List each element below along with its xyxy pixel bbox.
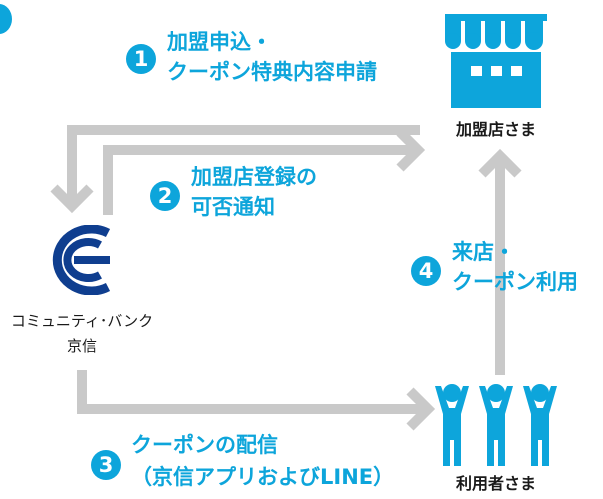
step-1-number: 1	[126, 44, 156, 74]
step-4-number: 4	[411, 256, 441, 286]
arrow-coupon-delivery-head	[406, 387, 436, 431]
bank-name-line1: コミュニティ･バンク	[10, 312, 154, 330]
arrow-application-head	[50, 184, 94, 214]
step-3-number: 3	[91, 450, 121, 480]
step-2-number: 2	[150, 181, 180, 211]
step-4-label-line1: 来店・	[452, 240, 515, 264]
arrow-notification	[103, 145, 418, 215]
step-2-label-line1: 加盟店登録の	[191, 165, 317, 189]
step-3-label-line2: （京信アプリおよびLINE）	[131, 465, 395, 489]
people-icon	[435, 384, 557, 466]
arrow-coupon-delivery	[77, 370, 428, 414]
arrow-notification-head	[396, 128, 426, 172]
bank-logo-icon	[52, 225, 111, 295]
corner-fragment	[0, 4, 12, 34]
users-label: 利用者さま	[455, 474, 536, 493]
arrow-store-visit-head	[478, 148, 522, 178]
store-label: 加盟店さま	[455, 120, 536, 139]
step-2-label-line2: 可否通知	[191, 195, 275, 219]
step-1-label-line1: 加盟申込・	[167, 30, 272, 54]
step-1-label-line2: クーポン特典内容申請	[167, 60, 377, 84]
arrow-application	[67, 125, 420, 205]
step-4-label-line2: クーポン利用	[452, 270, 578, 294]
storefront-icon	[445, 14, 547, 108]
bank-name-line2: 京信	[66, 337, 97, 355]
step-3-label-line1: クーポンの配信	[131, 433, 278, 457]
